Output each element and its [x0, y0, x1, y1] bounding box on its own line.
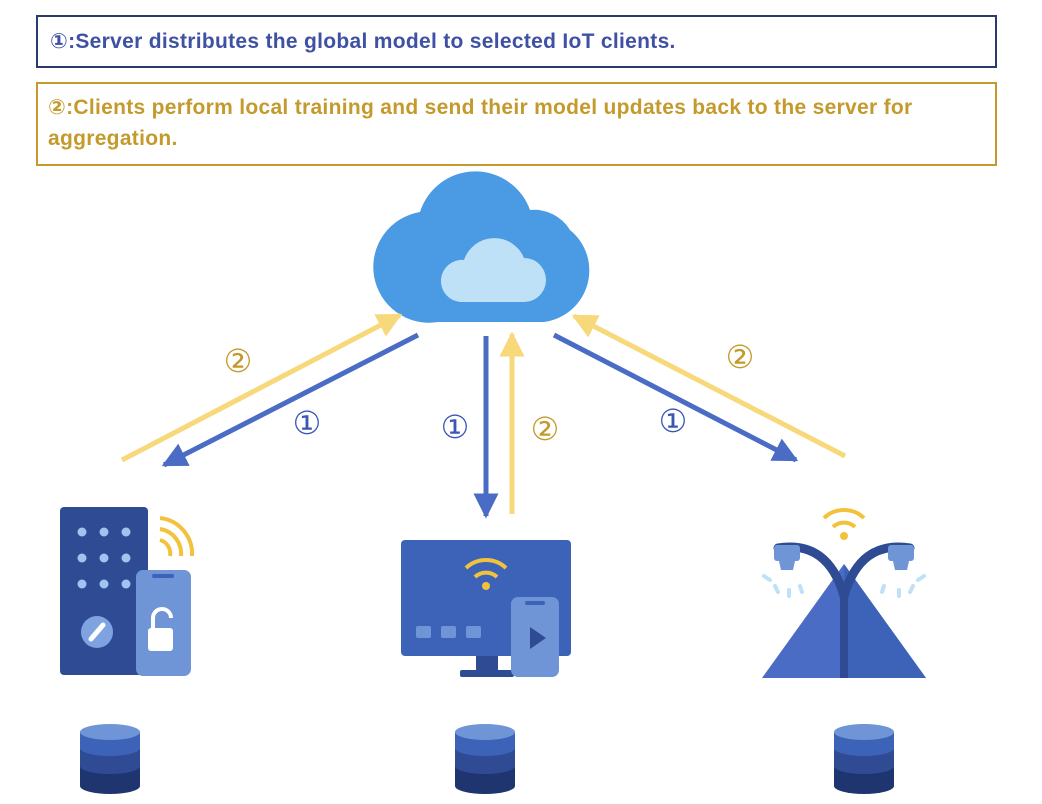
download-arrow-left [161, 332, 420, 468]
upload-arrow-left [120, 312, 403, 463]
upload-label-center: ② [531, 410, 560, 448]
upload-label-left: ② [224, 342, 253, 380]
download-label-right: ① [659, 402, 688, 440]
database-icon-right [834, 724, 894, 794]
upload-label-right: ② [726, 338, 755, 376]
step2-legend-text: ②:Clients perform local training and sen… [48, 96, 913, 150]
download-label-center: ① [441, 408, 470, 446]
smart-tv-icon [401, 540, 571, 677]
smart-streetlight-icon [762, 508, 926, 678]
upload-arrow-right [571, 313, 847, 459]
step1-legend-text: ①:Server distributes the global model to… [50, 30, 676, 53]
download-label-left: ① [293, 404, 322, 442]
database-icon-left [80, 724, 140, 794]
download-arrow-right [552, 332, 799, 463]
smart-lock-remote-icon [60, 507, 195, 676]
step1-legend-box: ①:Server distributes the global model to… [36, 15, 997, 68]
cloud-icon [373, 171, 590, 323]
database-icon-center [455, 724, 515, 794]
step2-legend-box: ②:Clients perform local training and sen… [36, 82, 997, 166]
